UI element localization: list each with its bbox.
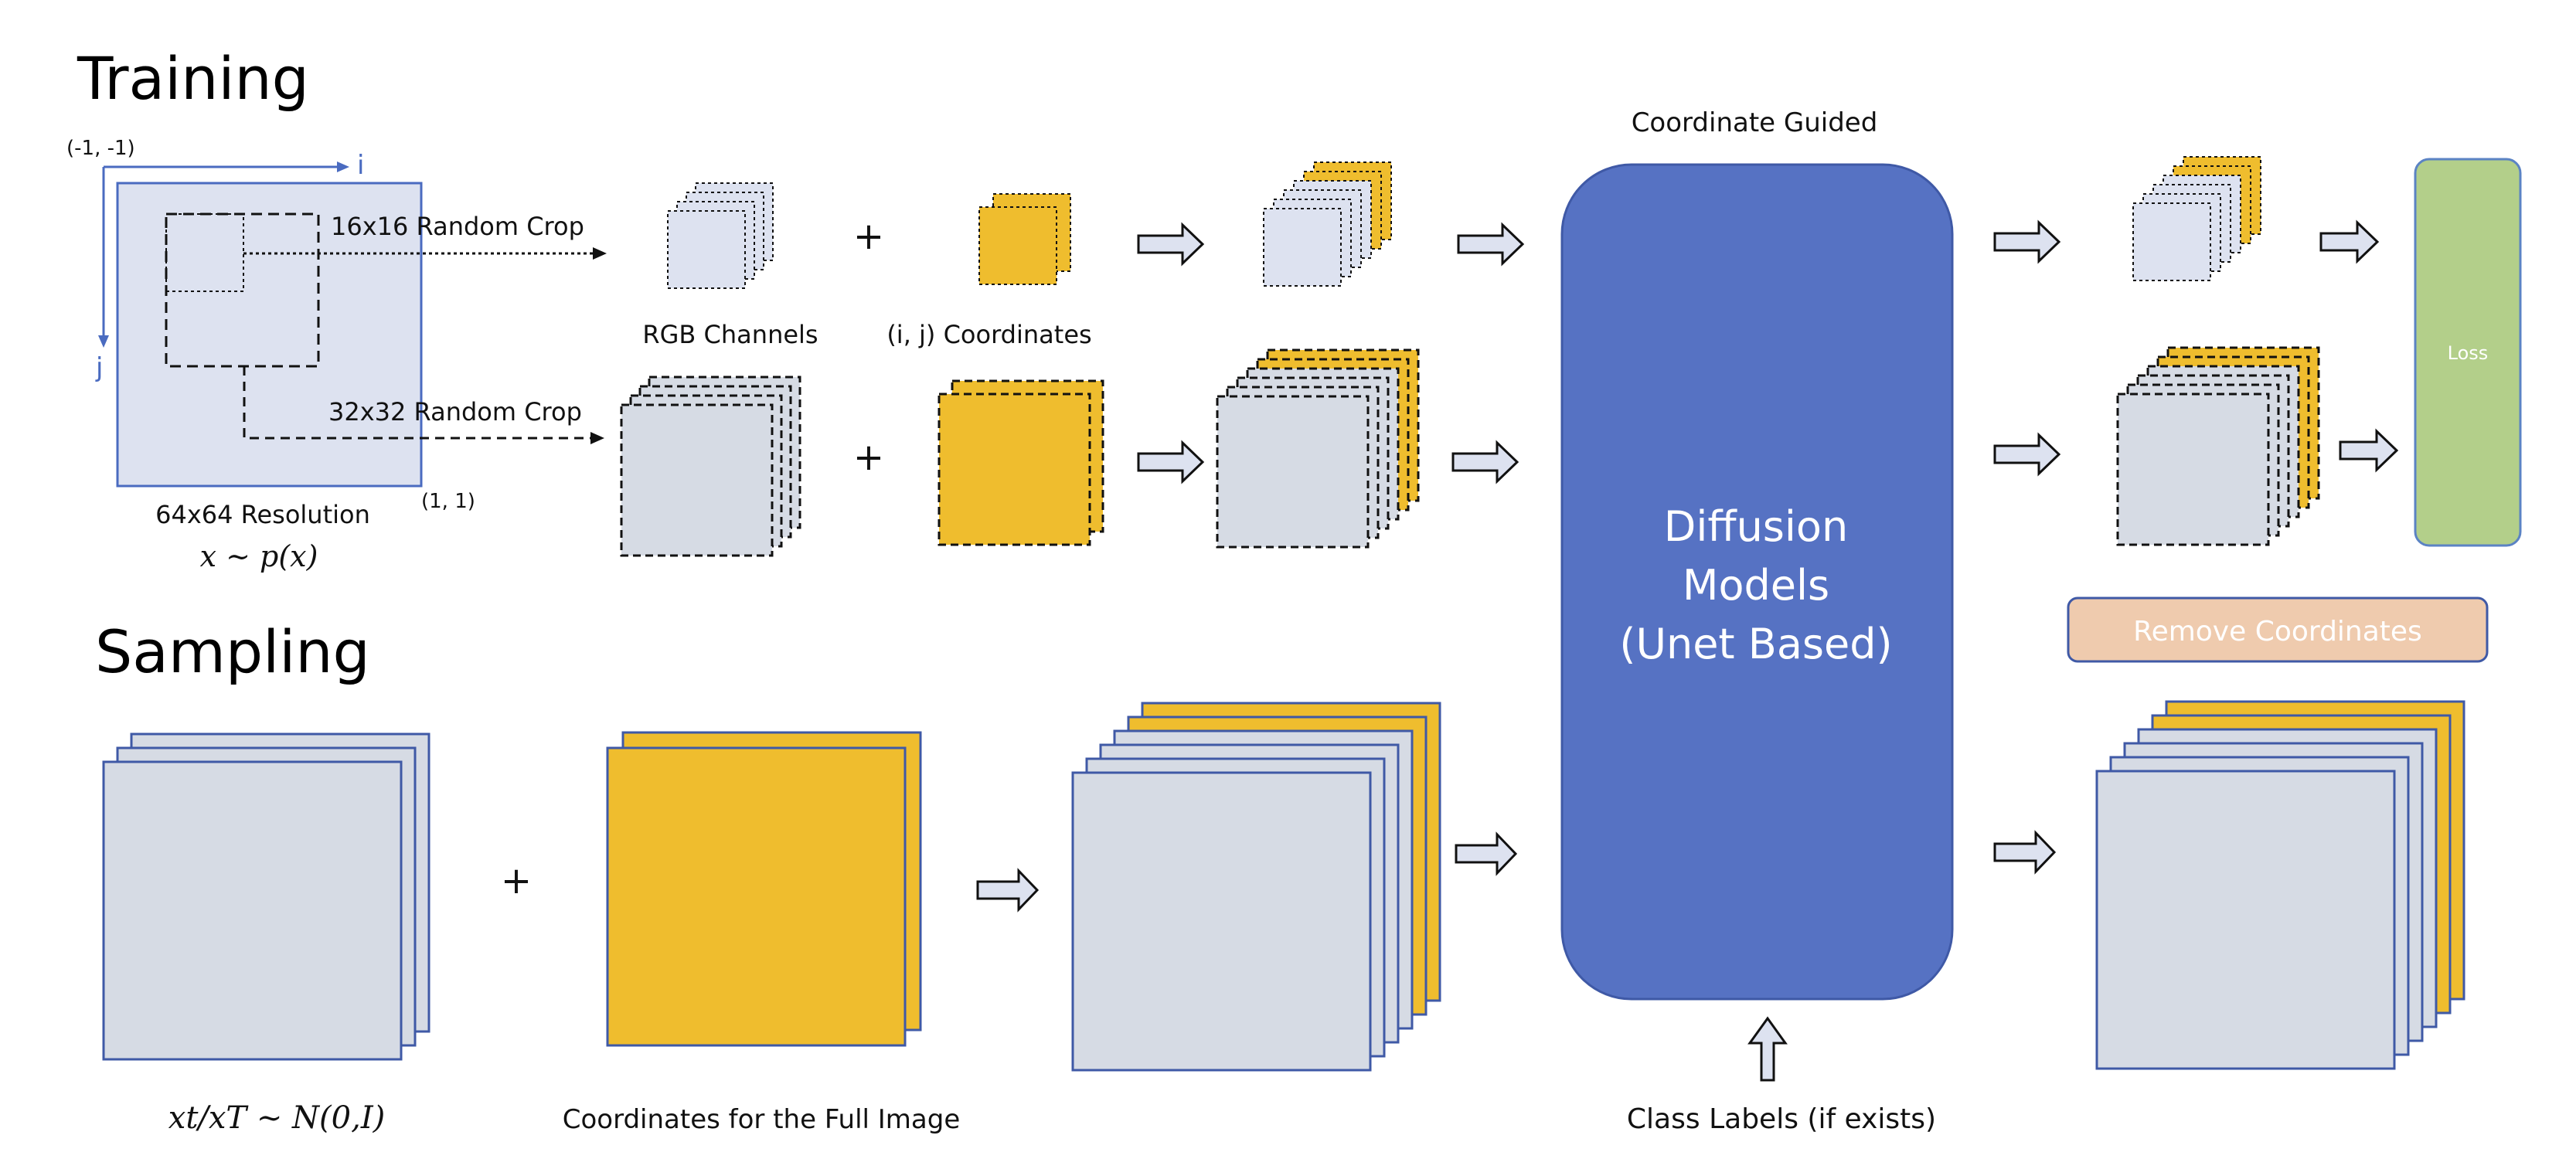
flow-arrow-icon bbox=[976, 868, 1040, 913]
rgb-stack-large bbox=[620, 376, 801, 557]
coord-stack-large bbox=[938, 379, 1104, 546]
remove-coordinates-block bbox=[2067, 596, 2489, 663]
axis-label-i: i bbox=[357, 150, 364, 181]
flow-arrow-icon bbox=[1993, 432, 2061, 477]
crop-connector-small bbox=[243, 247, 607, 260]
data-distribution-label: x ∼ p(x) bbox=[200, 539, 318, 573]
plus-sign-row2: + bbox=[853, 436, 884, 479]
axis-i-arrowhead-icon bbox=[337, 161, 349, 172]
flow-arrow-icon bbox=[1137, 440, 1205, 484]
output-stack-small bbox=[2132, 156, 2261, 281]
flow-arrow-icon bbox=[1451, 440, 1519, 484]
combined-stack-large bbox=[1216, 348, 1420, 549]
axis-j-arrowhead-icon bbox=[98, 335, 109, 348]
combined-stack-small bbox=[1263, 161, 1392, 287]
coordinate-guided-label: Coordinate Guided bbox=[1632, 107, 1878, 138]
section-title-sampling: Sampling bbox=[95, 617, 370, 686]
crop-large-arrowhead-icon bbox=[590, 432, 604, 444]
model-title-line2: Models bbox=[1683, 561, 1829, 610]
flow-arrow-icon bbox=[1457, 222, 1525, 267]
flow-arrow-icon bbox=[1993, 219, 2061, 264]
remove-coordinates-label: Remove Coordinates bbox=[2133, 616, 2422, 647]
crop-region-small bbox=[165, 213, 244, 292]
coord-label-top-left: (-1, -1) bbox=[66, 137, 135, 160]
source-image bbox=[116, 182, 423, 488]
loss-label: Loss bbox=[2448, 342, 2489, 364]
class-labels-arrow-icon bbox=[1747, 1016, 1788, 1082]
noise-distribution-label: xt/xT ∼ N(0,I) bbox=[168, 1100, 385, 1136]
rgb-stack-small bbox=[667, 182, 774, 289]
model-title-line1: Diffusion bbox=[1664, 502, 1848, 551]
crop-connector-large bbox=[243, 366, 604, 444]
coord-label-bottom-right: (1, 1) bbox=[421, 490, 475, 513]
flow-arrow-icon bbox=[1993, 830, 2057, 875]
diffusion-model-block bbox=[1560, 163, 1954, 1001]
section-title-training: Training bbox=[77, 44, 309, 113]
crop-small-arrowhead-icon bbox=[593, 247, 607, 260]
coord-stack-small bbox=[978, 193, 1071, 285]
plus-sign-row1: + bbox=[853, 215, 884, 258]
plus-sign-sampling: + bbox=[501, 859, 532, 902]
coordinate-axes bbox=[98, 161, 349, 348]
loss-block bbox=[2414, 158, 2522, 547]
output-stack-large bbox=[2116, 346, 2320, 546]
class-labels-label: Class Labels (if exists) bbox=[1627, 1103, 1936, 1135]
flow-arrow-icon bbox=[1137, 222, 1205, 267]
ij-coordinates-label: (i, j) Coordinates bbox=[886, 320, 1091, 349]
model-title-line3: (Unet Based) bbox=[1619, 620, 1892, 668]
flow-arrow-icon bbox=[1455, 831, 1518, 876]
crop-small-label: 16x16 Random Crop bbox=[331, 212, 584, 241]
resolution-label: 64x64 Resolution bbox=[155, 500, 370, 529]
crop-large-label: 32x32 Random Crop bbox=[328, 397, 582, 427]
noise-stack bbox=[102, 732, 430, 1061]
rgb-channels-label: RGB Channels bbox=[642, 320, 818, 349]
combined-stack-sampling bbox=[1071, 702, 1441, 1072]
full-coordinates-stack bbox=[606, 731, 922, 1047]
flow-arrow-icon bbox=[2339, 428, 2399, 473]
full-coordinates-label: Coordinates for the Full Image bbox=[563, 1104, 961, 1135]
axis-label-j: j bbox=[95, 352, 103, 383]
flow-arrow-icon bbox=[2319, 219, 2380, 264]
output-stack-sampling bbox=[2095, 700, 2465, 1070]
